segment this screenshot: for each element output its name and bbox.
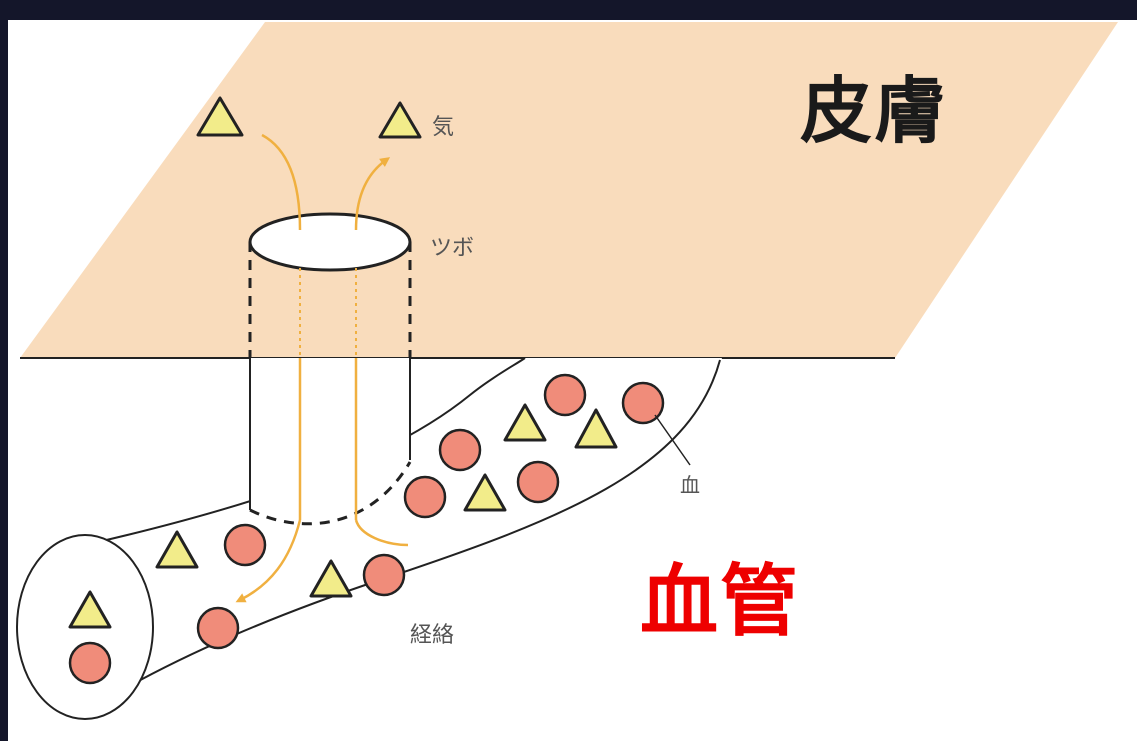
blood-vessel-title: 血管	[640, 557, 801, 647]
ki-triangle-vessel-1	[155, 530, 199, 569]
blood-cells	[68, 373, 665, 685]
ki-triangle	[68, 96, 618, 629]
tsubo-label: ツボ	[430, 236, 475, 261]
blood-cell	[621, 381, 665, 425]
keiraku-label: 経絡	[410, 623, 455, 648]
vessel-body	[85, 358, 722, 710]
blood-cell	[68, 641, 112, 685]
tsubo-channel	[250, 358, 410, 510]
ki-triangle-top-left	[196, 96, 244, 137]
ki-triangle-vessel-3	[68, 590, 112, 629]
blood-leader-line	[654, 414, 691, 466]
blood-cell	[223, 523, 267, 567]
skin-title: 皮膚	[800, 69, 949, 153]
ki-label: 気	[432, 115, 455, 140]
skin-plane	[20, 22, 1118, 358]
blood-cell	[403, 475, 447, 519]
tsubo-channel-bottom-hidden	[249, 461, 412, 526]
blood-cell	[362, 553, 406, 597]
ki-triangle-top-right	[378, 101, 422, 139]
blood-label: 血	[680, 473, 700, 497]
ki-triangle-vessel-4	[463, 473, 507, 512]
ki-flow-down-right	[354, 519, 409, 547]
ki-triangle-vessel-2	[309, 559, 353, 598]
ki-triangle-vessel-5	[503, 403, 547, 442]
ki-triangle-vessel-6	[574, 408, 618, 449]
ki-flow-down-left-arrow	[235, 519, 302, 603]
tsubo-opening	[248, 212, 412, 272]
blood-cell	[543, 373, 587, 417]
ki-flow-out-left	[261, 133, 302, 231]
blood-cell	[438, 428, 482, 472]
blood-cell	[516, 460, 560, 504]
blood-cell	[196, 606, 240, 650]
ki-flow-out-right-arrow	[354, 157, 391, 231]
